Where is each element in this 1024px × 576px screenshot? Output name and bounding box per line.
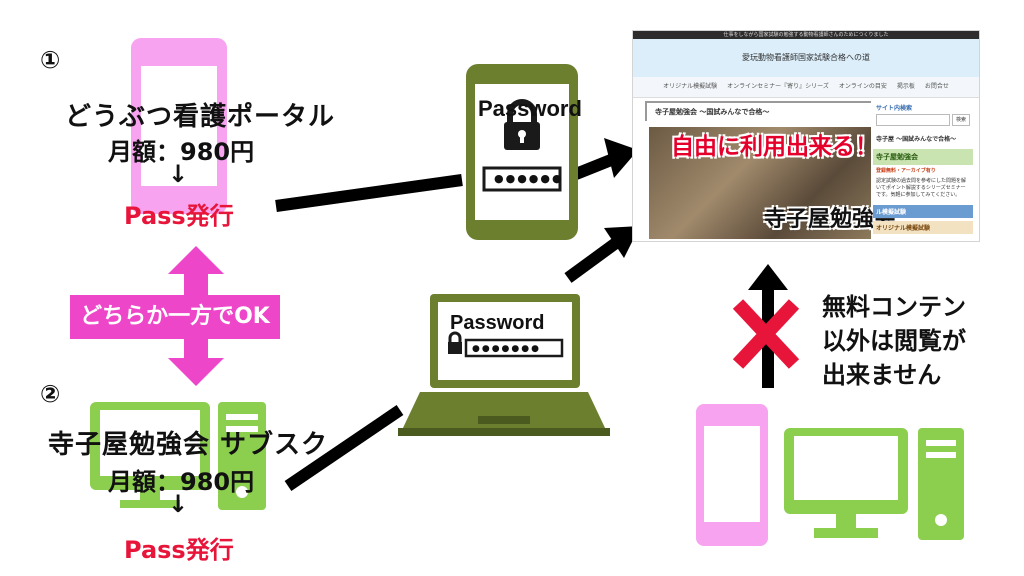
cross-mark-1 (732, 299, 800, 369)
website-box-title: 寺子屋勉強会 〜国試みんなで合格〜 (645, 101, 871, 121)
laptop-password-dots: ●●●●●●● (472, 344, 541, 354)
sidebar-search-label: サイト内検索 (876, 105, 913, 112)
phone-to-site-arrow-shaft (573, 152, 619, 180)
blocked-arrowhead (748, 264, 788, 290)
phone-password-dots: ●●●●●● (494, 172, 564, 185)
option2-price: 月額：980円 (108, 468, 255, 496)
website-nav: オリジナル模擬試験 オンラインセミナー『寄り』シリーズ オンラインの目安 掲示板… (633, 77, 979, 98)
website-topbar: 仕事をしながら国家試験の勉強する動物看護師さんのためにつくりました (633, 31, 979, 39)
sidebar-search-button[interactable]: 検索 (951, 114, 970, 126)
laptop-to-site-arrow-shaft (564, 235, 624, 283)
option1-price: 月額：980円 (108, 138, 255, 166)
laptop-password-label: Password (450, 312, 545, 334)
sidebar-original-mock[interactable]: オリジナル模擬試験 (873, 221, 973, 234)
sidebar-search-input[interactable] (876, 114, 950, 126)
cross-mark-2 (732, 299, 800, 369)
password-phone-icon (466, 64, 578, 240)
sidebar-mock-heading: ル模擬試験 (873, 205, 973, 218)
phone-password-label: Password (478, 96, 582, 121)
either-one-ok-label: どちらか一方でOK (70, 295, 280, 339)
option2-arrow: ↓ (168, 490, 189, 518)
no-access-line: 出来ません (822, 361, 942, 389)
sidebar-text: 認定試験の過去問を参考にした問題を解いてポイント解説するシリーズセミナーです。気… (876, 178, 967, 198)
guest-desktop-icon (784, 428, 966, 544)
option1-number: ① (40, 46, 61, 74)
no-access-text: 無料コンテン 以外は閲覧が 出来ません (822, 290, 966, 392)
no-access-line: 無料コンテン (822, 293, 966, 321)
option1-arrow: ↓ (168, 160, 189, 188)
no-access-line: 以外は閲覧が (822, 327, 966, 355)
website-nav-item[interactable]: オンラインセミナー『寄り』シリーズ (727, 83, 829, 90)
guest-phone-icon (696, 404, 768, 546)
option2-desktop-icon (90, 402, 270, 512)
option2-pass-issue: Pass発行 (124, 536, 234, 564)
option1-phone-icon (127, 36, 231, 218)
website-hero-image: 自由に利用出来る！ 寺子屋勉強会 (649, 127, 896, 239)
website-sidebar: サイト内検索 検索 寺子屋 〜国試みんなで合格〜 寺子屋勉強会 登録無料・アーカ… (873, 101, 973, 241)
phone-connector-line (275, 174, 463, 212)
option1-service-name: どうぶつ看護ポータル (65, 102, 336, 132)
option2-number: ② (40, 380, 61, 408)
password-laptop-icon (398, 292, 610, 438)
website-nav-item[interactable]: 掲示板 (896, 83, 915, 90)
website-main: 寺子屋勉強会 〜国試みんなで合格〜 自由に利用出来る！ 寺子屋勉強会 (645, 101, 896, 241)
option2-service-name: 寺子屋勉強会 サブスク (48, 430, 329, 460)
sidebar-terakoya-heading: 寺子屋勉強会 (873, 149, 973, 165)
website-nav-item[interactable]: オリジナル模擬試験 (663, 83, 718, 90)
website-nav-item[interactable]: お問合せ (924, 83, 949, 90)
hero-free-use-text: 自由に利用出来る！ (671, 134, 878, 160)
sidebar-tag: 登録無料・アーカイブ有り (876, 168, 936, 174)
sidebar-link[interactable]: 寺子屋 〜国試みんなで合格〜 (876, 136, 957, 143)
website-screenshot: 仕事をしながら国家試験の勉強する動物看護師さんのためにつくりました 愛玩動物看護… (632, 30, 980, 242)
website-header: 愛玩動物看護師国家試験合格への道 (633, 39, 979, 77)
option1-pass-issue: Pass発行 (124, 202, 234, 230)
website-nav-item[interactable]: オンラインの目安 (838, 83, 887, 90)
